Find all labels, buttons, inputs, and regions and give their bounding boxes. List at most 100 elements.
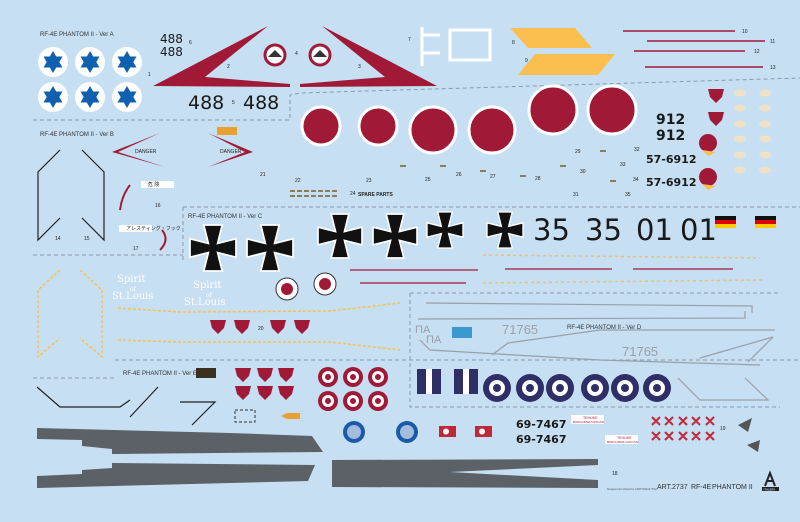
mascot-emblem (738, 418, 760, 452)
yellow-dotted-trim (37, 269, 401, 359)
svg-text:6: 6 (189, 40, 192, 46)
svg-text:22: 22 (295, 178, 301, 184)
turkish-serial: 69-7467 (516, 433, 567, 446)
grey-anti-glare-strip (37, 463, 315, 488)
divider-e (33, 359, 800, 379)
svg-text:23: 23 (366, 178, 372, 184)
version-e-label: RF-4E PHANTOM II - Ver E (123, 371, 197, 377)
svg-text:7: 7 (408, 37, 411, 43)
svg-text:危 険: 危 険 (148, 181, 159, 188)
woodpecker-mascot (699, 168, 717, 190)
divider-c (33, 206, 800, 260)
german-flag (755, 216, 776, 228)
svg-text:4: 4 (295, 51, 298, 57)
svg-text:24: 24 (350, 191, 356, 197)
svg-text:2: 2 (227, 64, 230, 70)
greek-unit-badge (452, 327, 472, 338)
svg-text:21: 21 (260, 172, 266, 178)
version-c-label: RF-4E PHANTOM II - Ver C (188, 214, 263, 220)
israeli-roundels (38, 47, 142, 112)
svg-text:TEHLIKE: TEHLIKE (583, 416, 598, 420)
tehlike-warning: TEHLIKE BURGURMA KANCASI (571, 415, 605, 424)
svg-text:26: 26 (456, 172, 462, 178)
svg-text:15: 15 (84, 236, 90, 242)
yellow-arrow (281, 413, 300, 419)
grey-anti-glare-strip (37, 428, 323, 454)
serial-57-6912: 57-6912 (646, 153, 697, 166)
unit-badge (275, 277, 299, 301)
svg-text:TEHLIKE: TEHLIKE (617, 436, 632, 440)
svg-text:31: 31 (573, 192, 579, 198)
svg-text:11: 11 (770, 39, 775, 45)
blue-unit-badge (396, 421, 418, 443)
walkway-lines (37, 149, 105, 242)
crossed-swords-markings (651, 416, 715, 441)
unit-shield (708, 112, 724, 126)
svg-text:32: 32 (634, 147, 640, 153)
svg-text:St.Louis: St.Louis (112, 291, 153, 302)
svg-text:5: 5 (232, 100, 235, 106)
greek-serial: 71765 (622, 344, 658, 359)
stencil-decals (290, 150, 616, 197)
divider-d (409, 292, 780, 408)
grey-walkway (677, 336, 774, 401)
grey-anti-glare-strip (332, 459, 598, 488)
greek-code: ΠΑ (415, 324, 431, 336)
unit-badge (313, 272, 337, 296)
svg-text:16: 16 (155, 203, 161, 209)
warning-panel (217, 127, 237, 135)
yellow-dotted-trim (482, 254, 763, 284)
grey-pinstripes (417, 302, 775, 366)
squadron-badge (263, 43, 287, 67)
greek-fin-flag (417, 369, 441, 394)
svg-text:34: 34 (633, 177, 639, 183)
code-488-large: 488 (188, 92, 224, 114)
yellow-stripe (518, 54, 615, 75)
panel-outline (234, 409, 256, 423)
svg-text:29: 29 (575, 149, 581, 155)
svg-text:3: 3 (358, 64, 361, 70)
divider-a (33, 77, 800, 121)
greek-fin-flag (454, 369, 478, 394)
svg-text:9: 9 (525, 58, 528, 64)
code-01: 01 (636, 213, 673, 247)
canopy-frame-decal (420, 27, 492, 66)
svg-text:35: 35 (625, 192, 631, 198)
code-01: 01 (680, 213, 717, 247)
iron-crosses (189, 211, 524, 272)
danger-stencil: DANGER (135, 149, 157, 155)
unit-shield (708, 89, 724, 103)
code-35: 35 (533, 213, 570, 247)
svg-text:10: 10 (742, 29, 748, 35)
walkway-lines (36, 386, 217, 426)
serial-57-6912: 57-6912 (646, 176, 697, 189)
code-912: 912 (656, 128, 685, 144)
turkish-flag (439, 426, 456, 437)
svg-text:of: of (206, 292, 213, 299)
greek-code: ΠΑ (426, 334, 442, 346)
oval-stencils (734, 89, 771, 174)
german-flag (715, 216, 736, 228)
svg-text:of: of (130, 286, 137, 293)
squadron-badge (308, 43, 332, 67)
svg-text:13: 13 (770, 65, 776, 71)
svg-text:18: 18 (612, 471, 618, 477)
svg-text:33: 33 (620, 162, 626, 168)
red-chevron-left (153, 26, 290, 87)
svg-text:30: 30 (580, 169, 586, 175)
data-plate (196, 368, 216, 378)
svg-text:ITALERI: ITALERI (764, 487, 775, 491)
svg-text:8: 8 (512, 40, 515, 46)
code-35: 35 (585, 213, 622, 247)
code-488-small: 488 (160, 32, 183, 46)
callout-numbers: 1 2 3 4 5 6 7 8 9 10 11 12 13 14 15 16 1… (55, 29, 776, 477)
yellow-stripe (510, 28, 592, 48)
svg-text:19: 19 (720, 426, 726, 432)
aircraft-name: PHANTOM II (712, 484, 753, 491)
danger-stencil: DANGER (220, 149, 242, 155)
red-chevron-small (208, 133, 253, 167)
turkish-flag (475, 426, 492, 437)
greek-serial: 71765 (502, 322, 538, 337)
